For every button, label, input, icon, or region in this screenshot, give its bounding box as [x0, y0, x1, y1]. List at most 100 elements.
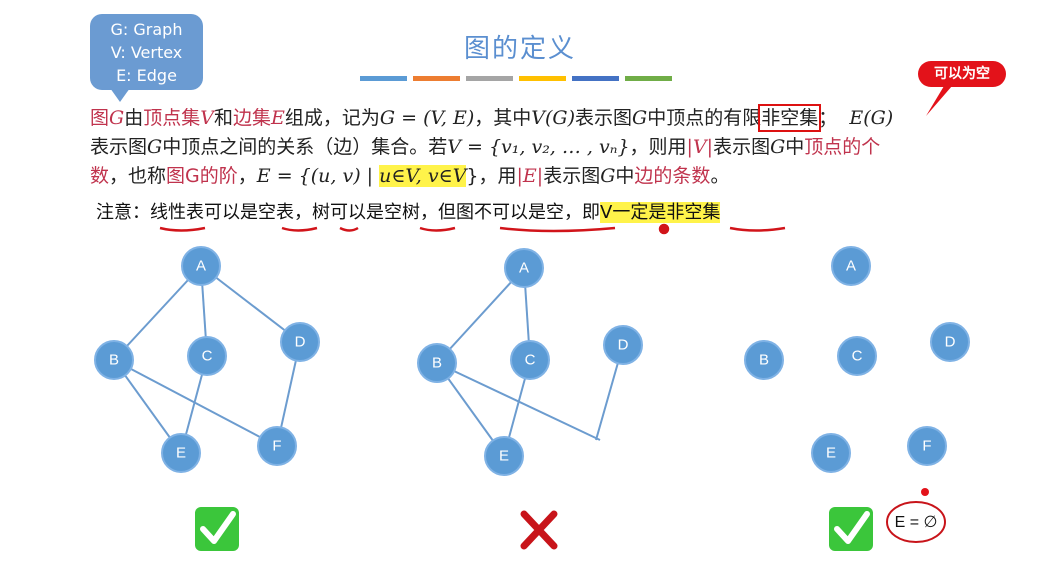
callout-vertex: V: Vertex — [110, 43, 183, 62]
node-f: F — [257, 426, 297, 466]
red-dot — [658, 223, 670, 235]
node-label: B — [759, 352, 769, 369]
node-b: B — [94, 340, 134, 380]
note-line: 注意：线性表可以是空表，树可以是空树，但图不可以是空，即V一定是非空集 — [96, 198, 721, 224]
edge-bf — [113, 359, 278, 447]
node-label: D — [295, 334, 306, 351]
node-label: E — [826, 445, 836, 462]
empty-set-circle — [886, 501, 946, 543]
underline-6 — [729, 226, 786, 232]
t: G — [600, 165, 616, 187]
graph3-nodes: A B C D E F — [744, 246, 970, 473]
t: ； — [818, 107, 838, 129]
t: 。 — [710, 165, 730, 187]
t: 中 — [785, 136, 805, 158]
bar-5 — [572, 76, 619, 81]
node-label: D — [618, 337, 629, 354]
t: 图G的阶 — [166, 165, 238, 187]
t: }，用 — [466, 165, 517, 187]
graph1-nodes: A B C D E F — [94, 246, 320, 473]
bar-1 — [360, 76, 407, 81]
node-f: F — [907, 426, 947, 466]
node-b: B — [744, 340, 784, 380]
nonempty-set-box: 非空集 — [758, 104, 822, 132]
t: 由 — [124, 107, 144, 129]
t: 顶点的个 — [804, 136, 881, 158]
underline-2 — [281, 226, 318, 232]
node-label: F — [922, 438, 931, 455]
node-label: A — [846, 258, 856, 275]
empty-edge-label: E = ∅ — [895, 514, 938, 531]
edge-ad — [200, 265, 301, 343]
node-b: B — [417, 343, 457, 383]
node-label: B — [432, 355, 442, 372]
node-label: C — [852, 348, 863, 365]
t: 和 — [213, 107, 233, 129]
t: 顶点集 — [143, 107, 201, 129]
node-label: A — [196, 258, 206, 275]
t: 表示图 — [90, 136, 148, 158]
node-a: A — [181, 246, 221, 286]
t: 表示图 — [713, 136, 771, 158]
t: G = (V, E) — [379, 107, 475, 129]
legend-callout: G: Graph V: Vertex E: Edge — [90, 14, 203, 90]
t: V = {v₁, v₂, … , vₙ} — [447, 136, 630, 158]
callout-edge: E: Edge — [116, 66, 177, 85]
t: G — [770, 136, 786, 158]
node-e: E — [811, 433, 851, 473]
node-label: F — [272, 438, 281, 455]
t: G — [109, 107, 125, 129]
underline-3 — [339, 226, 359, 232]
t: 图 — [90, 107, 110, 129]
t: G — [632, 107, 648, 129]
handwritten-underlines — [159, 223, 786, 235]
t: 中 — [615, 165, 635, 187]
bar-4 — [519, 76, 566, 81]
node-label: C — [525, 352, 536, 369]
node-d: D — [280, 322, 320, 362]
node-label: B — [109, 352, 119, 369]
t: 边集 — [232, 107, 271, 129]
t: E(G) — [849, 107, 894, 129]
t: V(G) — [531, 107, 575, 129]
node-d: D — [603, 325, 643, 365]
bar-6 — [625, 76, 672, 81]
graph2-nodes: A B C D E — [417, 248, 643, 476]
t: E — [271, 107, 285, 129]
note-text: 注意：线性表可以是空表，树可以是空树，但图不可以是空，即 — [96, 202, 600, 223]
t: 表示图 — [575, 107, 633, 129]
t: ，其中 — [474, 107, 532, 129]
node-a: A — [831, 246, 871, 286]
bar-2 — [413, 76, 460, 81]
node-label: D — [945, 334, 956, 351]
node-c: C — [837, 336, 877, 376]
t: 中顶点之间的关系（边）集合。若 — [162, 136, 448, 158]
node-c: C — [510, 340, 550, 380]
t: 组成，记为 — [284, 107, 380, 129]
check-mark-icon — [195, 507, 239, 551]
edge-ab — [436, 267, 525, 364]
badge-pointer — [926, 86, 952, 116]
node-label: E — [499, 448, 509, 465]
node-label: A — [519, 260, 529, 277]
definition-paragraph: 图G由顶点集V和边集E组成，记为G = (V, E)，其中V(G)表示图G中顶点… — [90, 104, 960, 191]
note-highlight: V一定是非空集 — [600, 202, 721, 223]
t: |V| — [686, 136, 714, 158]
bar-3 — [466, 76, 513, 81]
t: G — [147, 136, 163, 158]
node-c: C — [187, 336, 227, 376]
node-e: E — [161, 433, 201, 473]
underline-5 — [499, 226, 616, 233]
callout-tail — [110, 88, 130, 102]
node-e: E — [484, 436, 524, 476]
red-dot — [921, 488, 929, 496]
t: ， — [237, 165, 257, 187]
node-d: D — [930, 322, 970, 362]
title-color-bars — [360, 76, 672, 81]
t: 表示图 — [543, 165, 601, 187]
callout-graph: G: Graph — [110, 20, 183, 39]
t: 边的条数 — [634, 165, 711, 187]
t: V — [200, 107, 214, 129]
t: u∈V, v∈V — [379, 165, 467, 187]
